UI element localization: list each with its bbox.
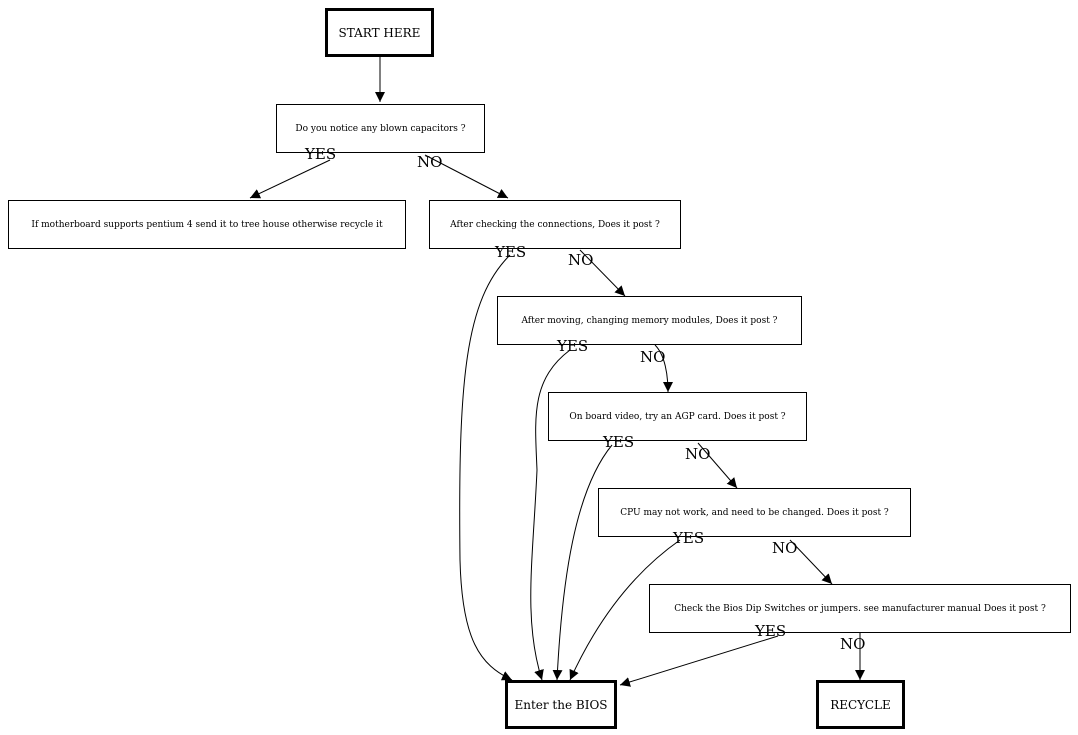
node-cpu-question: CPU may not work, and need to be changed… xyxy=(598,488,911,537)
label-bios-yes: YES xyxy=(755,622,787,640)
label-capacitors-no: NO xyxy=(417,153,443,171)
edge-memory-no xyxy=(654,344,673,393)
label-memory-no: NO xyxy=(640,348,666,366)
label-connections-no: NO xyxy=(568,251,594,269)
edge-cpu-no xyxy=(789,539,833,585)
edge-memory-yes xyxy=(530,349,571,681)
label-cpu-no: NO xyxy=(772,539,798,557)
label-connections-yes: YES xyxy=(495,243,527,261)
label-bios-no: NO xyxy=(840,635,866,653)
node-start-here: START HERE xyxy=(325,8,434,57)
edge-connections-yes xyxy=(459,254,513,681)
node-enter-the-bios: Enter the BIOS xyxy=(505,680,617,729)
label-memory-yes: YES xyxy=(557,337,589,355)
edge-video-no xyxy=(697,442,738,489)
edge-connections-no xyxy=(579,249,626,297)
edge-cpu-yes xyxy=(569,539,681,681)
node-blown-capacitors-question: Do you notice any blown capacitors ? xyxy=(276,104,485,153)
label-video-no: NO xyxy=(685,445,711,463)
node-pentium-4-instruction: If motherboard supports pentium 4 send i… xyxy=(8,200,406,249)
edge-capacitors-yes xyxy=(249,159,331,199)
edge-bios-yes xyxy=(619,635,779,687)
node-video-question: On board video, try an AGP card. Does it… xyxy=(548,392,807,441)
edge-video-yes xyxy=(552,444,613,681)
node-recycle: RECYCLE xyxy=(816,680,905,729)
label-video-yes: YES xyxy=(603,433,635,451)
label-capacitors-yes: YES xyxy=(305,145,337,163)
edge-capacitors-no xyxy=(424,154,509,199)
node-bios-switches-question: Check the Bios Dip Switches or jumpers. … xyxy=(649,584,1071,633)
node-memory-question: After moving, changing memory modules, D… xyxy=(497,296,802,345)
node-connections-question: After checking the connections, Does it … xyxy=(429,200,681,249)
label-cpu-yes: YES xyxy=(673,529,705,547)
